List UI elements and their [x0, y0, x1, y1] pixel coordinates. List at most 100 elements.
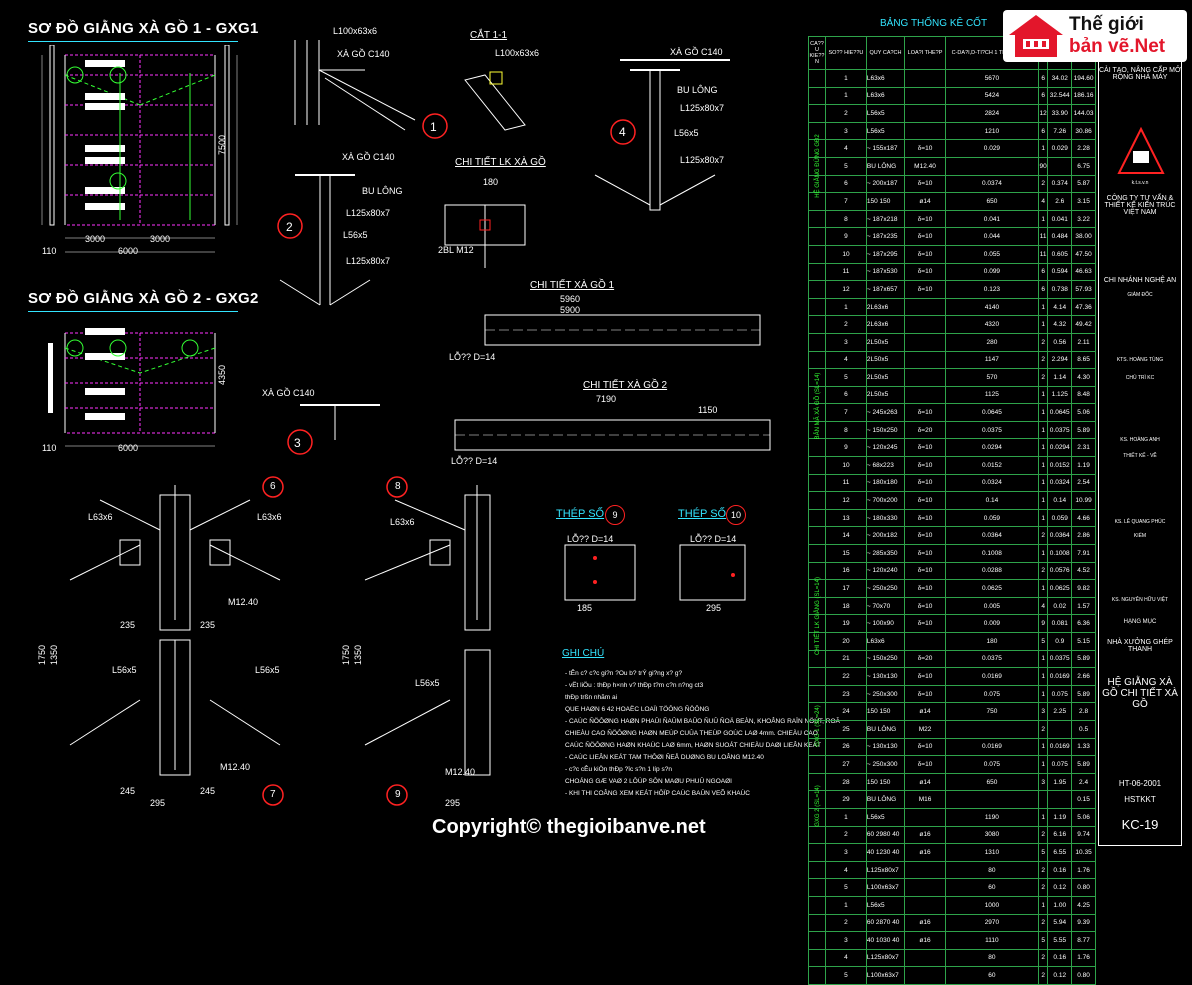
table-cell: 2 — [1037, 966, 1049, 985]
table-cell: 0.0625 — [1047, 579, 1073, 598]
table-cell: δ=10 — [904, 280, 946, 299]
thep10-hole: LỖ?? D=14 — [690, 534, 737, 544]
tb-chutri-name: KS. HOÀNG ANH — [1120, 437, 1160, 443]
detail-9-number: 9 — [395, 789, 401, 800]
table-cell: δ=10 — [904, 614, 946, 633]
table-cell: 9.82 — [1071, 579, 1096, 598]
gxg1-dim-height: 7500 — [217, 134, 228, 156]
table-cell: 29 — [825, 790, 867, 809]
tb-code1: HT-06-2001 — [1118, 779, 1162, 788]
tb-code2: HSTKKT — [1124, 795, 1156, 804]
table-cell: 6.75 — [1071, 156, 1096, 176]
table-cell: ~ 150x250 — [865, 649, 906, 669]
table-cell — [904, 385, 946, 405]
table-header-cell: QUY CA?CH — [865, 36, 906, 70]
table-cell: L56x5 — [865, 807, 906, 827]
table-cell — [904, 297, 946, 317]
table-cell: 6 — [1037, 280, 1049, 299]
table-cell: 11 — [1037, 227, 1049, 246]
table-cell: 0.075 — [944, 684, 1039, 704]
table-cell: 4 — [825, 860, 867, 880]
table-cell: 180 — [944, 632, 1039, 651]
table-group-cell — [808, 755, 826, 774]
dim-1350-b: 1350 — [353, 644, 364, 666]
table-cell: ~ 245x263 — [865, 403, 906, 422]
table-cell: 150 150 — [865, 192, 906, 211]
table-group-cell — [808, 262, 826, 282]
table-cell: 0.0375 — [944, 420, 1039, 440]
table-cell: 0.081 — [1047, 614, 1073, 633]
table-cell: 0.0374 — [944, 174, 1039, 194]
table-cell: ø16 — [904, 825, 946, 845]
gxg2-title: SƠ ĐỒ GIẰNG XÀ GỒ 2 - GXG2 — [28, 290, 259, 307]
notes-title: GHI CHÚ — [562, 648, 605, 659]
thep10-number: 10 — [726, 505, 746, 525]
table-cell: 1 — [1037, 491, 1049, 510]
gxg2-dim-width: 6000 — [118, 443, 139, 453]
table-cell: 0.005 — [944, 596, 1039, 616]
table-cell — [904, 878, 946, 897]
table-cell: 2L63x6 — [865, 297, 906, 317]
table-cell: 7.26 — [1047, 121, 1073, 141]
table-cell: 1147 — [944, 350, 1039, 370]
table-cell: 10.35 — [1071, 843, 1096, 862]
table-cell: ~ 285x350 — [865, 544, 906, 563]
table-cell: 650 — [944, 192, 1039, 211]
sections-drawing — [277, 40, 771, 455]
table-cell: 0.0169 — [944, 667, 1039, 686]
table-cell: 280 — [944, 332, 1039, 352]
table-cell: 1 — [1037, 579, 1049, 598]
table-cell — [904, 350, 946, 370]
table-cell: L63x6 — [865, 69, 906, 88]
brand-logo[interactable]: Thế giới bản vẽ.Net — [1003, 10, 1187, 62]
label-l100-b: L100x63x6 — [495, 48, 540, 58]
table-cell: δ=10 — [904, 227, 946, 246]
table-cell: 27 — [825, 755, 867, 774]
table-group-cell — [808, 667, 826, 686]
table-cell: δ=20 — [904, 649, 946, 669]
table-cell — [1047, 156, 1073, 176]
table-cell: 8 — [825, 420, 867, 440]
table-group-cell — [808, 772, 826, 792]
table-group-cell — [808, 192, 826, 211]
table-cell: δ=10 — [904, 561, 946, 581]
table-cell: 15 — [825, 544, 867, 563]
label-l125-d: L125x80x7 — [346, 256, 391, 266]
note-line: CAÙC ÑÖÔØNG HAØN KHAÙC LAØ 6mm, HAØN SUO… — [565, 742, 821, 749]
tb-drawing-title: HỆ GIẰNG XÀ GỒ CHI TIẾT XÀ GỒ — [1102, 677, 1178, 710]
table-cell: 2.31 — [1071, 438, 1096, 458]
table-cell: 0.009 — [944, 614, 1039, 633]
table-cell: L63x6 — [865, 632, 906, 651]
table-cell: 5 — [825, 878, 867, 897]
table-cell: 5 — [825, 156, 867, 176]
table-cell: 2970 — [944, 913, 1039, 933]
table-cell: 0.0152 — [944, 456, 1039, 475]
xago1-title: CHI TIẾT XÀ GỒ 1 — [530, 280, 615, 291]
gxg2-title-underline — [28, 311, 238, 312]
table-cell — [904, 121, 946, 141]
table-cell: 24 — [825, 702, 867, 721]
table-cell: 0.16 — [1047, 948, 1073, 968]
table-cell: 1 — [1037, 297, 1049, 317]
brand-name-line1: Thế giới — [1069, 14, 1144, 35]
table-cell: 0.0375 — [1047, 649, 1073, 669]
table-cell: 2.25 — [1047, 702, 1073, 721]
table-group-cell — [808, 913, 826, 933]
table-cell: 1.33 — [1071, 737, 1096, 757]
note-line: CHIEÀU CAO ÑÖÔØNG HAØN MEÙP CUÛA THEÙP G… — [565, 730, 818, 737]
dim-235-b: 235 — [200, 620, 216, 630]
table-cell: 570 — [944, 368, 1039, 387]
table-cell: 60 — [944, 966, 1039, 985]
table-cell: 2.11 — [1071, 332, 1096, 352]
table-cell: 0.374 — [1047, 174, 1073, 194]
table-cell — [904, 632, 946, 651]
table-cell: 25 — [825, 719, 867, 739]
table-cell: 194.60 — [1071, 69, 1096, 88]
